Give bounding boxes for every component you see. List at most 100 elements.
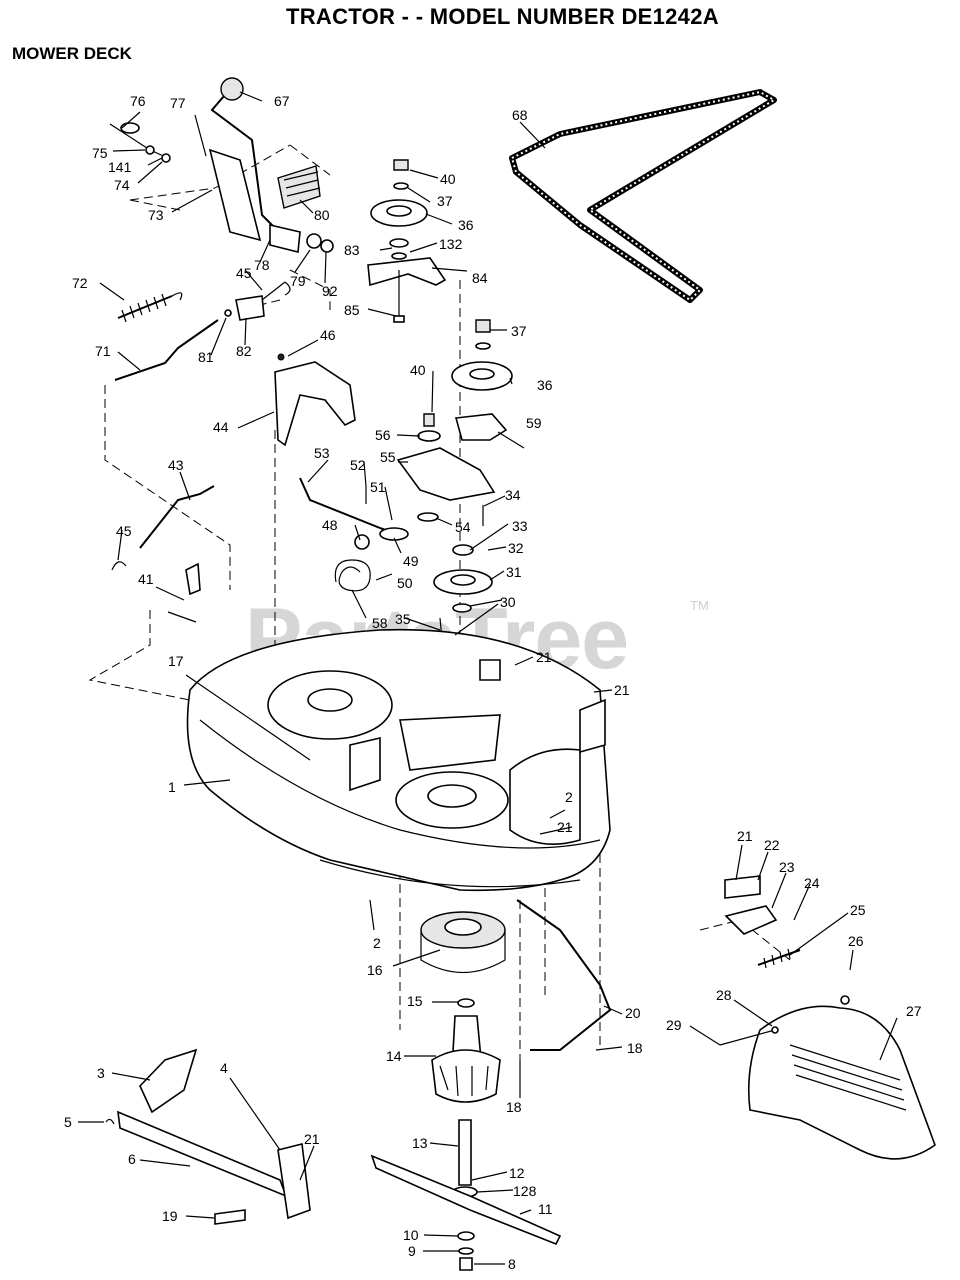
height-adjust-links — [111, 485, 215, 623]
callout-13: 13 — [412, 1135, 428, 1151]
callout-12: 12 — [509, 1165, 525, 1181]
callout-132: 132 — [439, 236, 463, 252]
callout-34: 34 — [505, 487, 521, 503]
idler-arm-55 — [396, 447, 496, 501]
callout-52: 52 — [350, 457, 366, 473]
callout-28: 28 — [716, 987, 732, 1003]
callout-67: 67 — [274, 93, 290, 109]
mower-deck-housing — [186, 628, 611, 892]
front-hanger-links — [105, 1048, 311, 1225]
upper-idler-pulley-stack — [367, 159, 447, 323]
chute-bracket-and-spring — [724, 875, 801, 969]
callout-50: 50 — [397, 575, 413, 591]
callout-40-lower: 40 — [410, 362, 426, 378]
callout-3: 3 — [97, 1065, 105, 1081]
callout-21-c: 21 — [557, 819, 573, 835]
callout-17: 17 — [168, 653, 184, 669]
callout-37-lower: 37 — [511, 323, 527, 339]
callout-21-a: 21 — [536, 649, 552, 665]
callout-35: 35 — [395, 611, 411, 627]
callout-58: 58 — [372, 615, 388, 631]
callout-78: 78 — [254, 257, 270, 273]
callout-29: 29 — [666, 1017, 682, 1033]
section-title: MOWER DECK — [12, 44, 132, 63]
callout-2-lower: 2 — [373, 935, 381, 951]
spindle-assembly — [420, 911, 506, 1198]
callout-45-upper: 45 — [236, 265, 252, 281]
callout-23: 23 — [779, 859, 795, 875]
callout-53: 53 — [314, 445, 330, 461]
callout-14: 14 — [386, 1048, 402, 1064]
callout-16: 16 — [367, 962, 383, 978]
spring-45-upper — [224, 281, 291, 321]
lower-idler-pulley-stack — [396, 319, 513, 526]
callout-10: 10 — [403, 1227, 419, 1243]
callout-6: 6 — [128, 1151, 136, 1167]
callout-11: 11 — [538, 1201, 553, 1217]
callout-41: 41 — [138, 571, 154, 587]
callout-30: 30 — [500, 594, 516, 610]
callout-82: 82 — [236, 343, 252, 359]
callout-48: 48 — [322, 517, 338, 533]
callout-36-lower: 36 — [537, 377, 553, 393]
callout-24: 24 — [804, 875, 820, 891]
callout-21-e: 21 — [304, 1131, 320, 1147]
callout-36-upper: 36 — [458, 217, 474, 233]
callout-25: 25 — [850, 902, 866, 918]
suspension-arm — [516, 899, 612, 1051]
discharge-chute — [719, 995, 936, 1160]
washer-79 — [306, 233, 322, 249]
callout-22: 22 — [764, 837, 780, 853]
watermark-trademark: TM — [690, 598, 709, 613]
lever-grip-spring — [277, 165, 321, 209]
callout-80: 80 — [314, 207, 330, 223]
callout-74: 74 — [114, 177, 130, 193]
callout-18-left: 18 — [506, 1099, 522, 1115]
callout-40-upper: 40 — [440, 171, 456, 187]
callout-8: 8 — [508, 1256, 516, 1272]
diagram-title: TRACTOR - - MODEL NUMBER DE1242A — [286, 4, 719, 29]
callout-59: 59 — [526, 415, 542, 431]
callout-92: 92 — [322, 283, 338, 299]
callout-81: 81 — [198, 349, 214, 365]
belt-guard — [274, 361, 356, 447]
callout-43: 43 — [168, 457, 184, 473]
callout-44: 44 — [213, 419, 229, 435]
callout-15: 15 — [407, 993, 423, 1009]
lever-bracket — [208, 148, 262, 242]
callout-46: 46 — [320, 327, 336, 343]
callout-73: 73 — [148, 207, 164, 223]
lift-spring-72 — [117, 292, 183, 323]
callout-79: 79 — [290, 273, 306, 289]
washer-56 — [417, 430, 441, 442]
callout-84: 84 — [472, 270, 488, 286]
nut-92 — [320, 239, 334, 253]
callout-21-d: 21 — [737, 828, 753, 844]
callout-18-right: 18 — [627, 1040, 643, 1056]
callout-68: 68 — [512, 107, 528, 123]
idler-bracket-59 — [454, 413, 508, 441]
callout-37-upper: 37 — [437, 193, 453, 209]
callout-9: 9 — [408, 1243, 416, 1259]
callout-56: 56 — [375, 427, 391, 443]
callout-72: 72 — [72, 275, 88, 291]
callout-51: 51 — [370, 479, 386, 495]
callout-83: 83 — [344, 242, 360, 258]
center-drive-pulley-stack — [433, 544, 493, 690]
callout-77: 77 — [170, 95, 186, 111]
callout-71: 71 — [95, 343, 111, 359]
callout-141: 141 — [108, 159, 132, 175]
callout-1: 1 — [168, 779, 176, 795]
blade-hardware — [457, 1231, 475, 1271]
callout-31: 31 — [506, 564, 522, 580]
callout-49: 49 — [403, 553, 419, 569]
mower-blade — [370, 1154, 562, 1246]
callout-76: 76 — [130, 93, 146, 109]
callout-45-lower: 45 — [116, 523, 132, 539]
lift-lever-handle — [210, 95, 286, 239]
callout-27: 27 — [906, 1003, 922, 1019]
callout-54: 54 — [455, 519, 471, 535]
callout-128: 128 — [513, 1183, 537, 1199]
drive-belt-texture — [510, 90, 776, 302]
callout-numbers: 76 77 67 75 141 74 73 78 79 92 80 72 45 … — [64, 93, 922, 1272]
